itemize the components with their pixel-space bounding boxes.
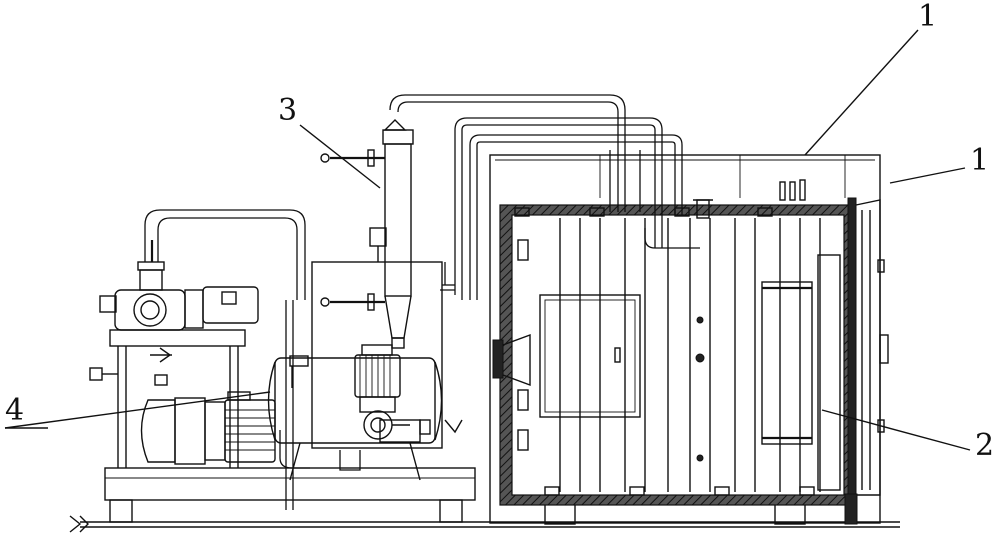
label-part-1-right: 1 bbox=[970, 143, 989, 178]
label-part-4: 4 bbox=[5, 393, 24, 428]
drying-chamber bbox=[492, 179, 856, 506]
label-part-3: 3 bbox=[278, 93, 297, 128]
part-labels: 1 1 2 3 4 bbox=[5, 0, 994, 463]
label-part-1-top: 1 bbox=[918, 0, 937, 34]
chamber-plates bbox=[559, 218, 821, 492]
tank-housing bbox=[311, 261, 455, 449]
roots-vacuum-pump bbox=[89, 209, 306, 468]
condenser-column bbox=[320, 119, 414, 349]
label-part-2: 2 bbox=[975, 428, 994, 463]
liquid-ring-pump bbox=[140, 300, 361, 510]
leader-lines bbox=[4, 29, 971, 451]
chamber-door bbox=[844, 197, 889, 525]
pump-motor bbox=[354, 344, 410, 440]
